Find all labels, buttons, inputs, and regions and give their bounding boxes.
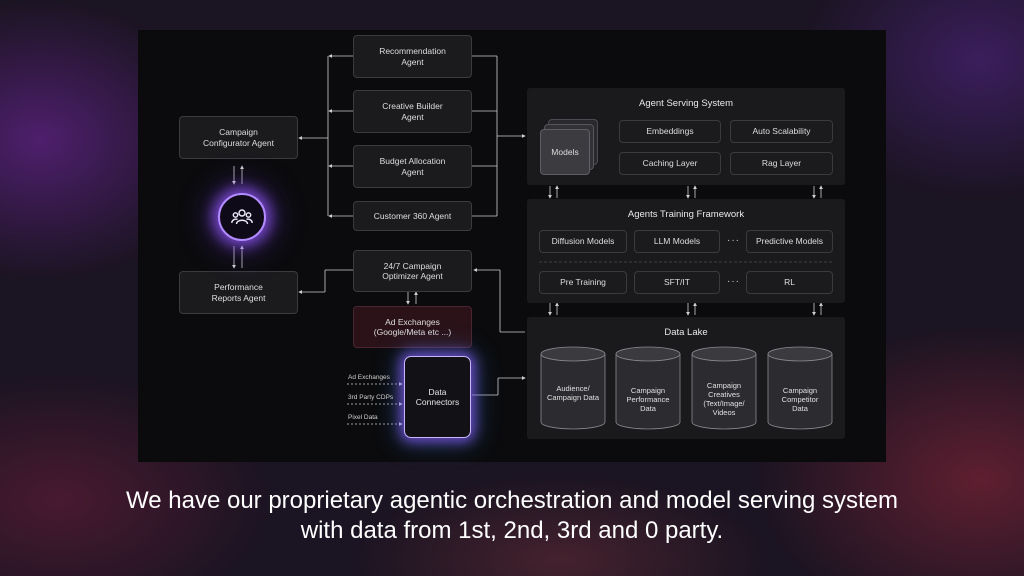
rag-layer-box: Rag Layer bbox=[730, 152, 833, 175]
embeddings-box: Embeddings bbox=[619, 120, 721, 143]
training-title: Agents Training Framework bbox=[627, 209, 745, 220]
training-ellipsis-1: ··· bbox=[727, 235, 740, 246]
campaign-optimizer-agent: 24/7 Campaign Optimizer Agent bbox=[353, 250, 472, 292]
cylinder-icon bbox=[540, 346, 606, 430]
source-ad-exchanges: Ad Exchanges bbox=[348, 374, 390, 381]
data-store-competitor: Campaign Competitor Data bbox=[767, 346, 833, 430]
users-icon bbox=[231, 209, 253, 225]
data-store-label: Campaign Performance Data bbox=[626, 386, 670, 413]
rl-box: RL bbox=[746, 271, 833, 294]
budget-allocation-agent: Budget Allocation Agent bbox=[353, 145, 472, 188]
source-3rd-party-cdps: 3rd Party CDPs bbox=[348, 394, 394, 401]
data-store-performance: Campaign Performance Data bbox=[615, 346, 681, 430]
predictive-models-box: Predictive Models bbox=[746, 230, 833, 253]
data-connectors: Data Connectors bbox=[404, 356, 471, 438]
recommendation-agent: Recommendation Agent bbox=[353, 35, 472, 78]
diffusion-models-box: Diffusion Models bbox=[539, 230, 627, 253]
source-pixel-data: Pixel Data bbox=[348, 414, 378, 421]
cylinder-icon bbox=[767, 346, 833, 430]
data-store-label: Campaign Creatives (Text/Image/ Videos bbox=[703, 381, 745, 417]
llm-models-box: LLM Models bbox=[634, 230, 720, 253]
data-store-creatives: Campaign Creatives (Text/Image/ Videos bbox=[691, 346, 757, 430]
caption-line-1: We have our proprietary agentic orchestr… bbox=[126, 487, 898, 514]
slide-caption: We have our proprietary agentic orchestr… bbox=[0, 486, 1024, 546]
performance-reports-agent: Performance Reports Agent bbox=[179, 271, 298, 314]
ad-exchanges-box: Ad Exchanges (Google/Meta etc ...) bbox=[353, 306, 472, 348]
data-store-label: Audience/ Campaign Data bbox=[546, 384, 600, 402]
cylinder-icon bbox=[615, 346, 681, 430]
data-lake-title: Data Lake bbox=[664, 327, 708, 338]
training-ellipsis-2: ··· bbox=[727, 276, 740, 287]
sft-it-box: SFT/IT bbox=[634, 271, 720, 294]
auto-scalability-box: Auto Scalability bbox=[730, 120, 833, 143]
serving-title: Agent Serving System bbox=[639, 98, 733, 109]
customer-360-agent: Customer 360 Agent bbox=[353, 201, 472, 231]
cylinder-icon bbox=[691, 346, 757, 430]
models-box: Models bbox=[540, 129, 590, 175]
caption-line-2: with data from 1st, 2nd, 3rd and 0 party… bbox=[300, 517, 724, 544]
caching-layer-box: Caching Layer bbox=[619, 152, 721, 175]
data-store-label: Campaign Competitor Data bbox=[781, 386, 819, 413]
campaign-configurator-agent: Campaign Configurator Agent bbox=[179, 116, 298, 159]
users-group-icon bbox=[218, 193, 266, 241]
pre-training-box: Pre Training bbox=[539, 271, 627, 294]
data-store-audience: Audience/ Campaign Data bbox=[540, 346, 606, 430]
creative-builder-agent: Creative Builder Agent bbox=[353, 90, 472, 133]
